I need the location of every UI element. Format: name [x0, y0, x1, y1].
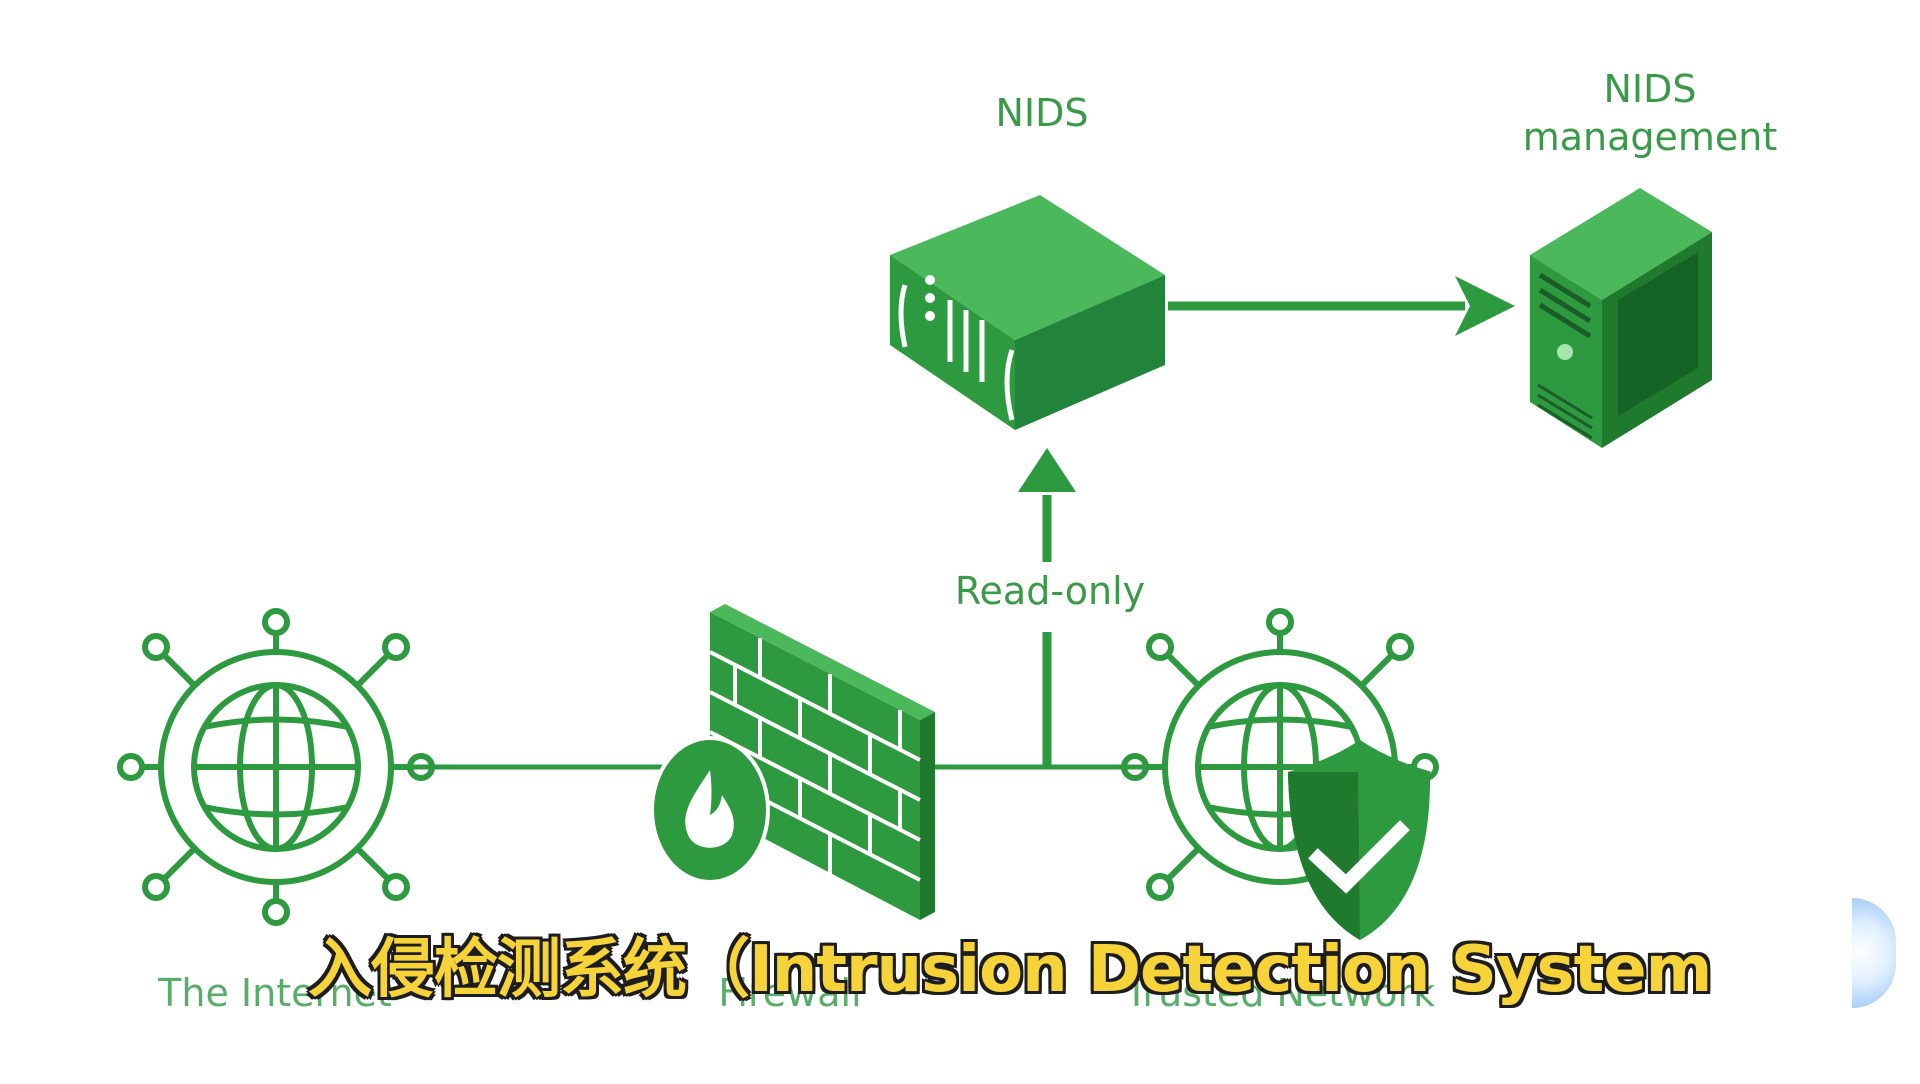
firewall-icon [650, 604, 935, 920]
subtitle-caption: 入侵检测系统（Intrusion Detection System [308, 933, 1712, 1007]
readonly-label: Read-only [954, 569, 1146, 613]
trusted-network-label: Trusted Network [1124, 971, 1436, 1015]
nids-management-label-line1: NIDS [1603, 67, 1697, 111]
internet-label: The Internet [158, 971, 392, 1015]
readonly-arrowhead [1018, 448, 1076, 492]
nids-management-label-line2: management [1522, 115, 1778, 159]
nids-label: NIDS [995, 91, 1089, 135]
nids-to-management-arrowhead [1455, 276, 1515, 336]
flame-icon [685, 770, 734, 848]
server-box-icon [890, 195, 1165, 430]
firewall-label: Firewall [718, 971, 862, 1015]
shield-check-icon [1288, 740, 1432, 940]
globe-network-icon [117, 608, 435, 926]
tower-server-icon [1530, 188, 1712, 448]
